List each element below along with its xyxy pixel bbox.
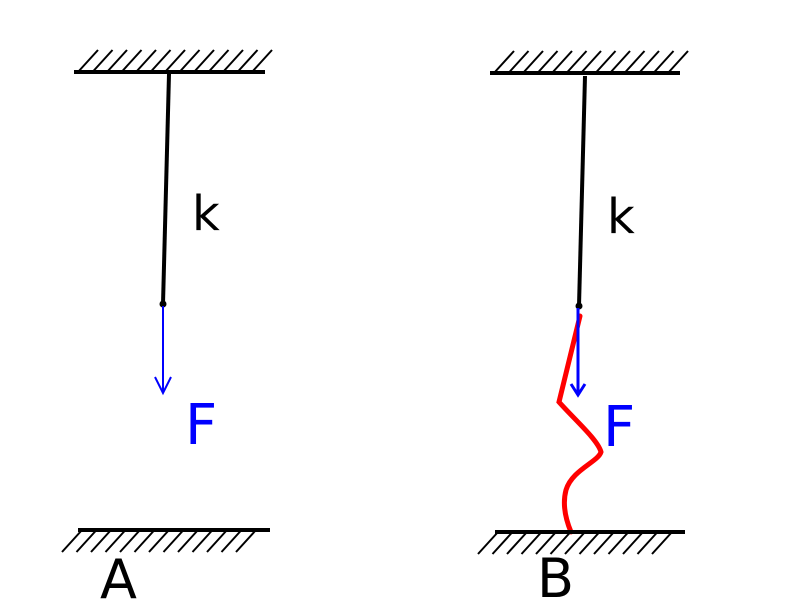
left-floor-hatch <box>61 529 257 553</box>
right-force-label: F <box>603 395 635 460</box>
left-force-label: F <box>185 393 217 458</box>
right-ceiling-hatch <box>493 50 689 74</box>
right-spring <box>577 75 587 307</box>
left-ceiling-hatch <box>77 49 273 73</box>
left-spring <box>161 73 171 305</box>
right-case-label: B <box>537 547 574 600</box>
left-end-point <box>159 300 167 308</box>
right-force-arrow <box>569 308 587 398</box>
right-end-point <box>575 302 583 310</box>
left-force-arrow <box>154 306 172 396</box>
constraint-rope <box>556 313 604 535</box>
right-spring-label: k <box>607 189 635 245</box>
right-floor-hatch <box>477 531 673 555</box>
left-spring-label: k <box>192 186 220 242</box>
left-case-label: A <box>100 548 137 600</box>
